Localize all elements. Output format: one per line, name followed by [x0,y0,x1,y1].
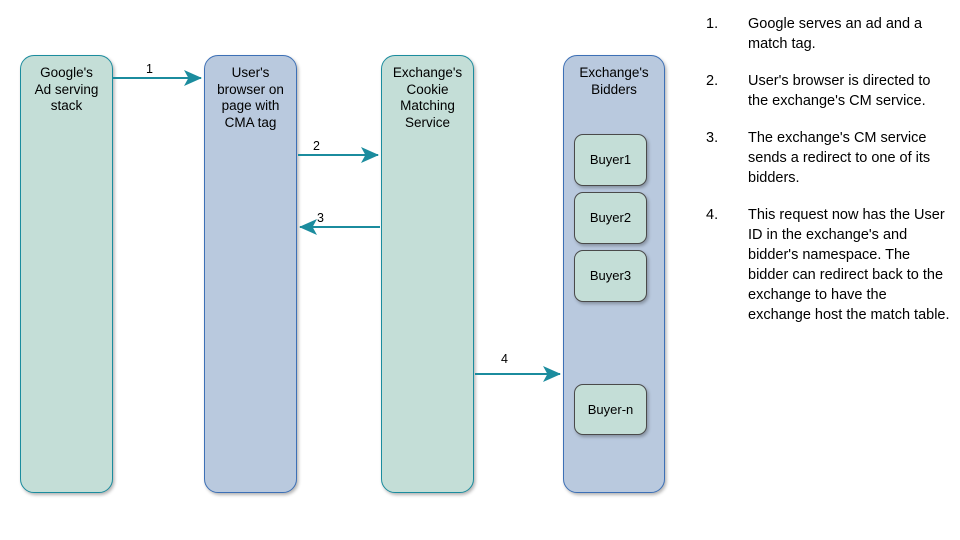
buyer-label: Buyer2 [589,210,632,225]
step-text: This request now has the User ID in the … [748,207,950,323]
step-number: 2. [706,73,719,89]
buyer-box-2: Buyer2 [574,192,647,244]
step-number: 1. [706,16,719,32]
step-item: 4. This request now has the User ID in t… [706,205,952,325]
steps-list: 1. Google serves an ad and a match tag. … [706,14,952,342]
step-item: 3. The exchange's CM service sends a red… [706,128,952,188]
buyer-box-n: Buyer-n [574,384,647,435]
arrow-2-label: 2 [313,139,320,153]
step-text: The exchange's CM service sends a redire… [748,130,931,186]
arrow-1-label: 1 [146,62,153,76]
step-text: Google serves an ad and a match tag. [748,16,923,52]
step-text: User's browser is directed to the exchan… [748,73,931,109]
buyer-box-3: Buyer3 [574,250,647,302]
step-item: 2. User's browser is directed to the exc… [706,71,952,111]
buyer-label: Buyer1 [589,152,632,167]
step-number: 3. [706,130,719,146]
buyer-label: Buyer3 [589,268,632,283]
step-number: 4. [706,207,719,223]
buyer-label: Buyer-n [587,401,634,417]
step-item: 1. Google serves an ad and a match tag. [706,14,952,54]
buyer-box-1: Buyer1 [574,134,647,186]
arrow-3-label: 3 [317,211,324,225]
arrow-4-label: 4 [501,352,508,366]
